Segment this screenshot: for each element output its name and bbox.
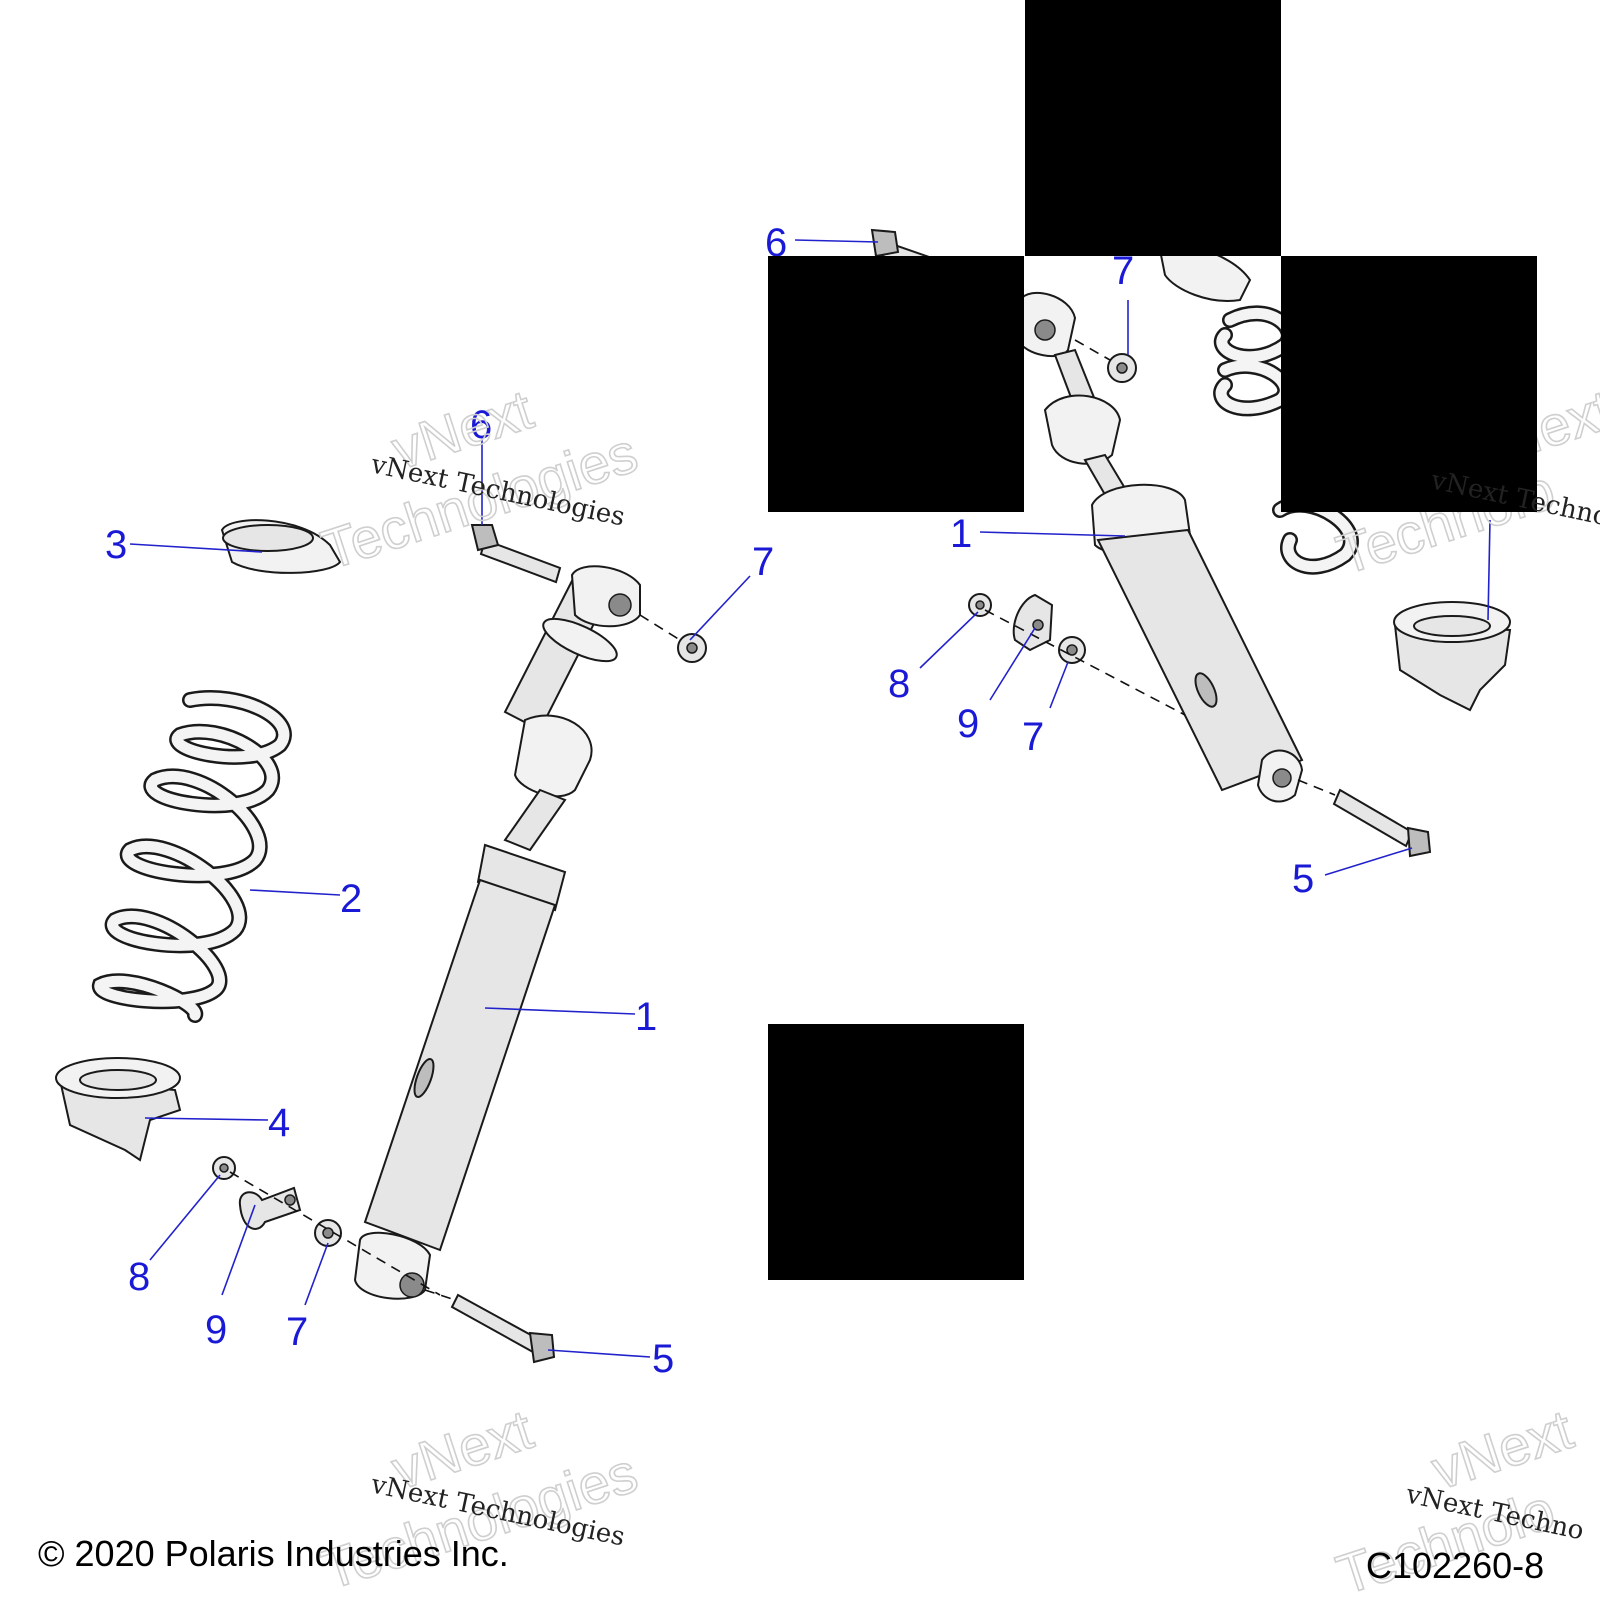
callout-left-9: 9	[205, 1308, 227, 1352]
left-assembly	[55, 519, 707, 1364]
left-clamp-9	[238, 1186, 302, 1230]
figure-id: C102260-8	[1366, 1545, 1544, 1586]
callout-left-8: 8	[128, 1255, 150, 1299]
right-assembly	[870, 228, 1512, 858]
right-nut-7-lower	[1058, 636, 1086, 664]
callout-right-6: 6	[765, 221, 787, 265]
left-bolt-5	[450, 1293, 556, 1364]
callout-right-7-bottom: 7	[1022, 715, 1044, 759]
redaction-blocks	[768, 0, 1537, 1280]
left-bolt-top	[470, 524, 562, 584]
callout-right-9: 9	[957, 702, 979, 746]
left-nut-top	[677, 633, 707, 663]
redaction-block	[768, 1024, 1024, 1280]
right-nut-8	[968, 593, 992, 617]
left-nut-8	[212, 1156, 236, 1180]
left-spring-seat-bottom	[55, 1057, 182, 1162]
callout-left-4: 4	[268, 1101, 290, 1145]
redaction-block	[1281, 256, 1537, 512]
left-leaders	[129, 440, 751, 1358]
callout-left-5: 5	[652, 1337, 674, 1381]
left-shock-absorber	[353, 565, 641, 1300]
callout-left-7-bottom: 7	[286, 1310, 308, 1354]
callout-left-7-top: 7	[752, 540, 774, 584]
left-coil-spring	[92, 690, 292, 1023]
callout-left-6: 6	[470, 403, 492, 447]
redaction-block	[1025, 0, 1281, 256]
copyright-text: © 2020 Polaris Industries Inc.	[38, 1533, 509, 1574]
watermark-top: vNext Technologies vNext Technologies	[313, 376, 645, 582]
right-bolt-5	[1332, 788, 1432, 858]
callout-right-5: 5	[1292, 857, 1314, 901]
right-callouts: 6 7 1 8 9 7 5	[765, 221, 1314, 901]
right-leaders	[794, 239, 1491, 876]
right-nut-7-top	[1107, 353, 1137, 383]
left-callouts: 6 3 7 2 1 4 8 9 7 5	[105, 403, 774, 1381]
callout-left-3: 3	[105, 523, 127, 567]
callout-right-8: 8	[888, 662, 910, 706]
callout-right-1: 1	[950, 512, 972, 556]
callout-left-2: 2	[340, 877, 362, 921]
right-clamp-9	[1012, 593, 1054, 652]
watermark-partial-big-top: vNext	[1424, 1397, 1580, 1501]
callout-left-1: 1	[635, 995, 657, 1039]
left-spring-seat-top	[220, 519, 342, 574]
callout-right-7-top: 7	[1112, 249, 1134, 293]
redaction-block	[768, 256, 1024, 512]
